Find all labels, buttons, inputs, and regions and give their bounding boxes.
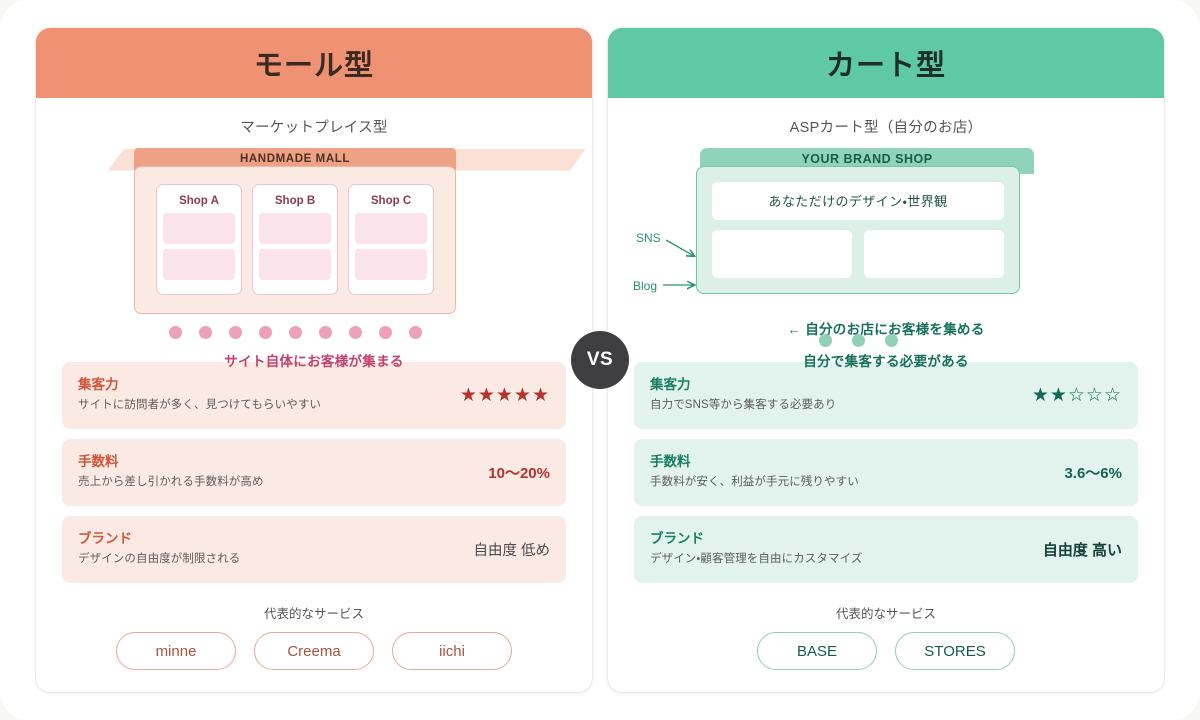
shop-placeholder xyxy=(259,249,331,281)
comparison-row-description: 売上から差し引かれる手数料が高め xyxy=(78,476,264,488)
panel-cart: カート型 ASPカート型（自分のお店） YOUR BRAND SHOP あなただ… xyxy=(608,28,1164,692)
customer-dot xyxy=(318,325,332,339)
cart-caption: 自分で集客する必要がある xyxy=(803,353,969,369)
mall-comparison-rows: 集客力サイトに訪問者が多く、見つけてもらいやすい ★★★★★ 手数料売上から差し引か… xyxy=(36,356,592,593)
rating-stars: ★★☆☆☆ xyxy=(1031,384,1122,406)
shop-card: Shop B xyxy=(252,184,338,296)
shop-placeholder xyxy=(163,213,235,245)
mall-banner: HANDMADE MALL xyxy=(134,147,456,170)
customer-dot xyxy=(348,325,362,339)
shop-name: Shop A xyxy=(179,195,219,208)
comparison-row-label: 手数料 xyxy=(78,454,119,469)
shop-name: Shop C xyxy=(370,195,412,208)
comparison-row-text: 集客力自力でSNS等から集客する必要あり xyxy=(650,373,836,412)
comparison-row-value: 3.6〜6% xyxy=(1064,464,1122,482)
customer-dot xyxy=(818,333,832,347)
comparison-row-description: 自力でSNS等から集客する必要あり xyxy=(650,399,837,411)
comparison-row-label: 集客力 xyxy=(650,377,691,392)
customer-dots-mall xyxy=(134,325,456,339)
customer-dot xyxy=(228,325,242,339)
mall-caption: サイト自体にお客様が集まる xyxy=(224,353,404,369)
mall-service-chips: minne Creema iichi xyxy=(36,632,592,692)
comparison-row-value: 自由度 高い xyxy=(1042,541,1122,559)
comparison-row-label: ブランド xyxy=(78,531,132,546)
cart-services-title: 代表的なサービス xyxy=(835,607,936,621)
rating-stars: ★★★★★ xyxy=(459,384,550,406)
vs-badge: VS xyxy=(571,331,629,389)
panel-mall-subtitle: マーケットプレイス型 xyxy=(240,119,388,136)
comparison-row-description: デザイン・顧客管理を自由にカスタマイズ xyxy=(650,553,863,565)
comparison-row-value: 10〜20% xyxy=(488,464,550,482)
content-placeholder-row xyxy=(712,229,1004,278)
comparison-row-description: デザインの自由度が制限される xyxy=(78,553,241,565)
comparison-row: 集客力サイトに訪問者が多く、見つけてもらいやすい ★★★★★ xyxy=(62,362,566,429)
service-chip[interactable]: iichi xyxy=(392,632,512,670)
content-placeholder xyxy=(712,229,852,278)
comparison-row-text: ブランドデザインの自由度が制限される xyxy=(78,527,240,566)
service-chip[interactable]: minne xyxy=(116,632,236,670)
panel-cart-subtitle: ASPカート型（自分のお店） xyxy=(789,119,983,136)
customer-dot xyxy=(408,325,422,339)
comparison-row-label: 手数料 xyxy=(650,454,691,469)
content-placeholder xyxy=(864,229,1004,278)
shop-placeholder xyxy=(355,249,427,281)
panel-mall: モール型 マーケットプレイス型 HANDMADE MALL Shop A Sho… xyxy=(36,28,592,692)
customer-dot xyxy=(168,325,182,339)
mall-services-title: 代表的なサービス xyxy=(263,607,364,621)
comparison-row: 手数料手数料が安く、利益が手元に残りやすい 3.6〜6% xyxy=(634,439,1138,506)
comparison-row: 手数料売上から差し引かれる手数料が高め 10〜20% xyxy=(62,439,566,506)
customer-dot xyxy=(258,325,272,339)
channel-label-blog: Blog xyxy=(633,278,658,293)
comparison-row-text: 手数料手数料が安く、利益が手元に残りやすい xyxy=(650,450,859,489)
panel-cart-header: カート型 xyxy=(608,28,1164,98)
hero-design-text: あなただけのデザイン・世界観 xyxy=(712,181,1004,220)
comparison-row-text: 手数料売上から差し引かれる手数料が高め xyxy=(78,450,264,489)
comparison-row-label: ブランド xyxy=(650,531,704,546)
channel-label-sns: SNS xyxy=(636,230,661,245)
comparison-row: ブランドデザインの自由度が制限される 自由度 低め xyxy=(62,516,566,583)
shop-placeholder xyxy=(355,213,427,245)
shop-placeholder xyxy=(259,213,331,245)
comparison-row-text: ブランドデザイン・顧客管理を自由にカスタマイズ xyxy=(650,527,862,566)
cart-arrow-caption: ← 自分のお店にお客様を集める xyxy=(787,321,985,337)
customer-dot xyxy=(851,333,865,347)
shop-card: Shop A xyxy=(156,184,242,296)
customer-dot xyxy=(198,325,212,339)
customer-dot xyxy=(288,325,302,339)
comparison-row: 集客力自力でSNS等から集客する必要あり ★★☆☆☆ xyxy=(634,362,1138,429)
comparison-row-description: 手数料が安く、利益が手元に残りやすい xyxy=(650,476,859,488)
mall-container: Shop A Shop B Shop C xyxy=(134,165,456,314)
own-shop-container: あなただけのデザイン・世界観 xyxy=(696,165,1020,294)
comparison-row-description: サイトに訪問者が多く、見つけてもらいやすい xyxy=(78,399,322,411)
service-chip[interactable]: Creema xyxy=(254,632,374,670)
shop-name: Shop B xyxy=(274,195,316,208)
cart-illustration: YOUR BRAND SHOP あなただけのデザイン・世界観 SNS Blog xyxy=(608,144,1164,369)
customer-dot xyxy=(884,333,898,347)
comparison-row: ブランドデザイン・顧客管理を自由にカスタマイズ 自由度 高い xyxy=(634,516,1138,583)
cart-comparison-rows: 集客力自力でSNS等から集客する必要あり ★★☆☆☆ 手数料手数料が安く、利益が手元… xyxy=(608,356,1164,593)
panel-mall-header: モール型 xyxy=(36,28,592,98)
customer-dots-cart xyxy=(696,333,1020,347)
comparison-row-value: 自由度 低め xyxy=(473,542,550,559)
comparison-row-text: 集客力サイトに訪問者が多く、見つけてもらいやすい xyxy=(78,373,321,412)
service-chip[interactable]: STORES xyxy=(895,632,1015,670)
service-chip[interactable]: BASE xyxy=(757,632,877,670)
comparison-row-label: 集客力 xyxy=(78,377,119,392)
shop-placeholder xyxy=(163,249,235,281)
mall-illustration: HANDMADE MALL Shop A Shop B Shop C xyxy=(36,144,592,369)
shop-card: Shop C xyxy=(348,184,434,296)
customer-dot xyxy=(378,325,392,339)
cart-service-chips: BASE STORES xyxy=(608,632,1164,692)
